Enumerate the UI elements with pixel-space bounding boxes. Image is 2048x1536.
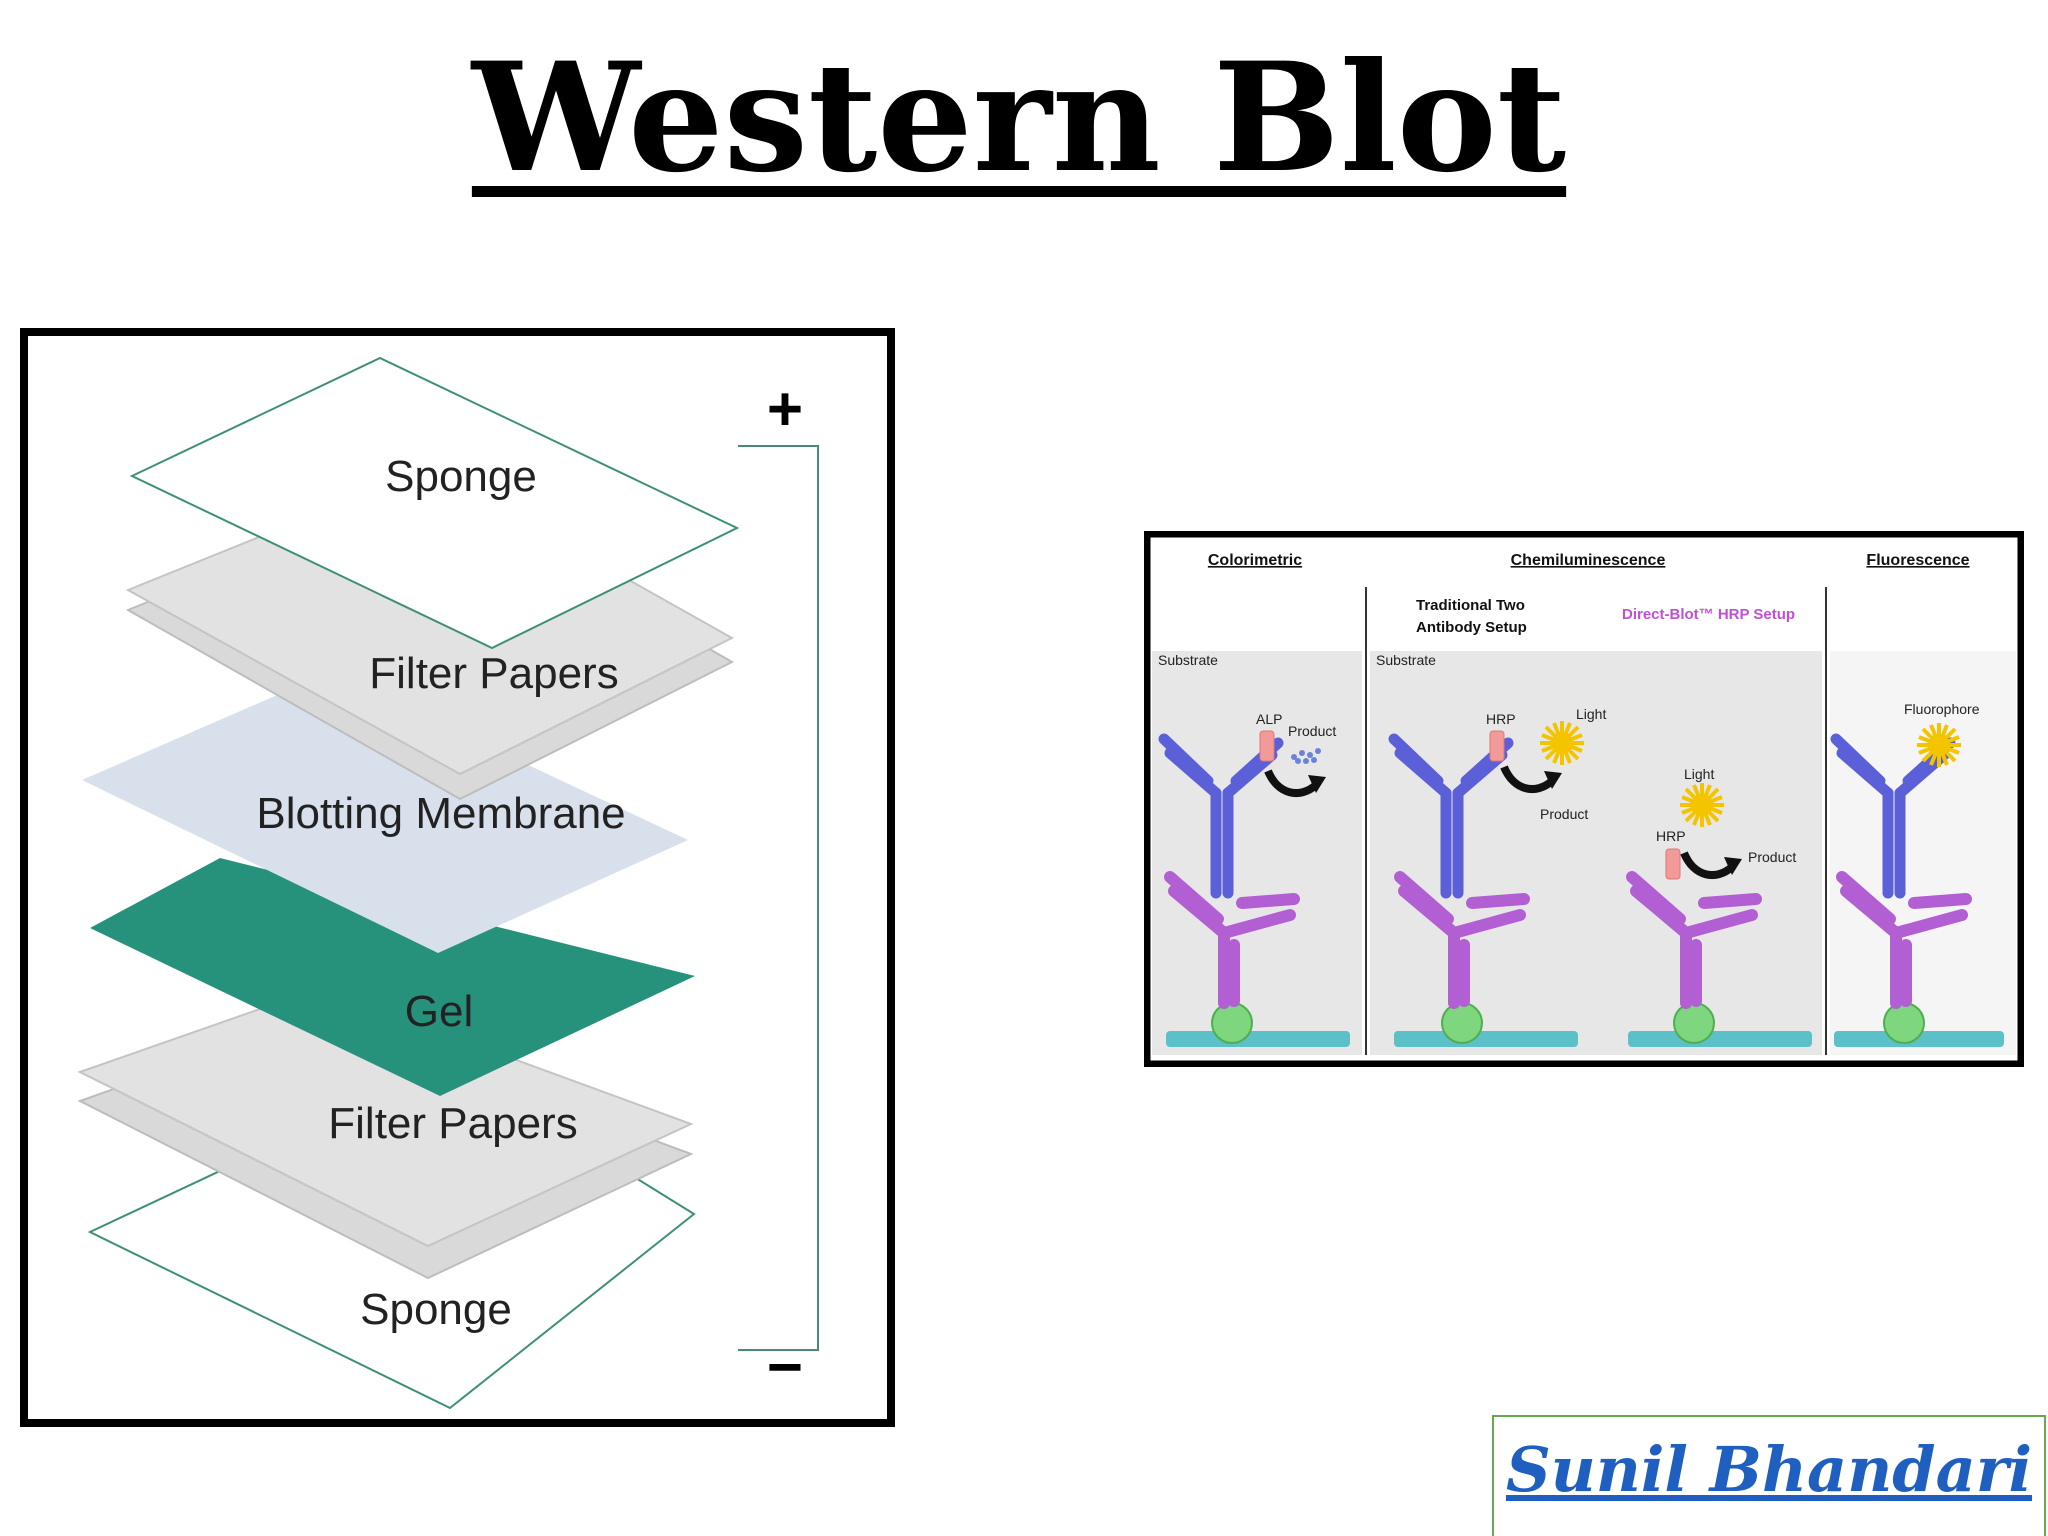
light-burst-2 [1678,781,1726,829]
direct-blot-label: Direct-Blot™ HRP Setup [1622,606,1795,623]
product-label-1: Product [1288,723,1336,739]
polarity-minus-label: − [767,1333,803,1402]
gel-label: Gel [405,987,473,1036]
substrate-label-2: Substrate [1376,652,1436,668]
transfer-stack-diagram: + − Sponge Filter Papers Blotting Membra… [20,328,895,1427]
membrane-strips [1166,1031,2004,1047]
page-title: Western Blot [471,30,1567,206]
hrp-label-2: HRP [1656,828,1686,844]
author-box: Sunil Bhandari [1492,1415,2046,1536]
product-dots [1291,748,1321,764]
traditional-setup-line2: Antibody Setup [1416,619,1527,636]
filter-papers-bottom-label: Filter Papers [328,1099,577,1148]
fluorophore-label: Fluorophore [1904,701,1980,717]
header-chemiluminescence: Chemiluminescence [1511,552,1666,569]
header-fluorescence: Fluorescence [1866,552,1969,569]
light-burst-1 [1538,719,1586,767]
sponge-top-layer [129,356,740,650]
hrp-label-1: HRP [1486,711,1516,727]
filter-paper-bottom-1 [77,986,694,1248]
filter-papers-top-label: Filter Papers [369,649,618,698]
light-label-1: Light [1576,706,1606,722]
polarity-bracket [738,445,819,1351]
sponge-bottom-label: Sponge [360,1285,512,1334]
product-label-3: Product [1748,849,1796,865]
alp-label: ALP [1256,711,1282,727]
hrp-enzyme-2 [1665,848,1681,880]
substrate-label-1: Substrate [1158,652,1218,668]
alp-enzyme [1259,730,1275,762]
sponge-top-label: Sponge [385,452,537,501]
fluorophore-burst [1915,721,1963,769]
blotting-membrane-layer [82,672,688,953]
traditional-setup-line1: Traditional Two [1416,597,1525,614]
gel-layer [90,858,695,1096]
blotting-membrane-label: Blotting Membrane [256,789,625,838]
diagram-frame [1144,531,2024,1067]
substrate-band-colorimetric [1152,651,1362,1055]
antigens [1211,1002,1925,1044]
author-link[interactable]: Sunil Bhandari [1505,1433,2033,1506]
light-label-2: Light [1684,766,1714,782]
polarity-plus-label: + [767,375,803,444]
product-label-2: Product [1540,806,1588,822]
header-colorimetric: Colorimetric [1208,552,1302,569]
detection-methods-diagram: Colorimetric Chemiluminescence Fluoresce… [1144,531,2024,1067]
hrp-enzyme-1 [1489,730,1505,762]
